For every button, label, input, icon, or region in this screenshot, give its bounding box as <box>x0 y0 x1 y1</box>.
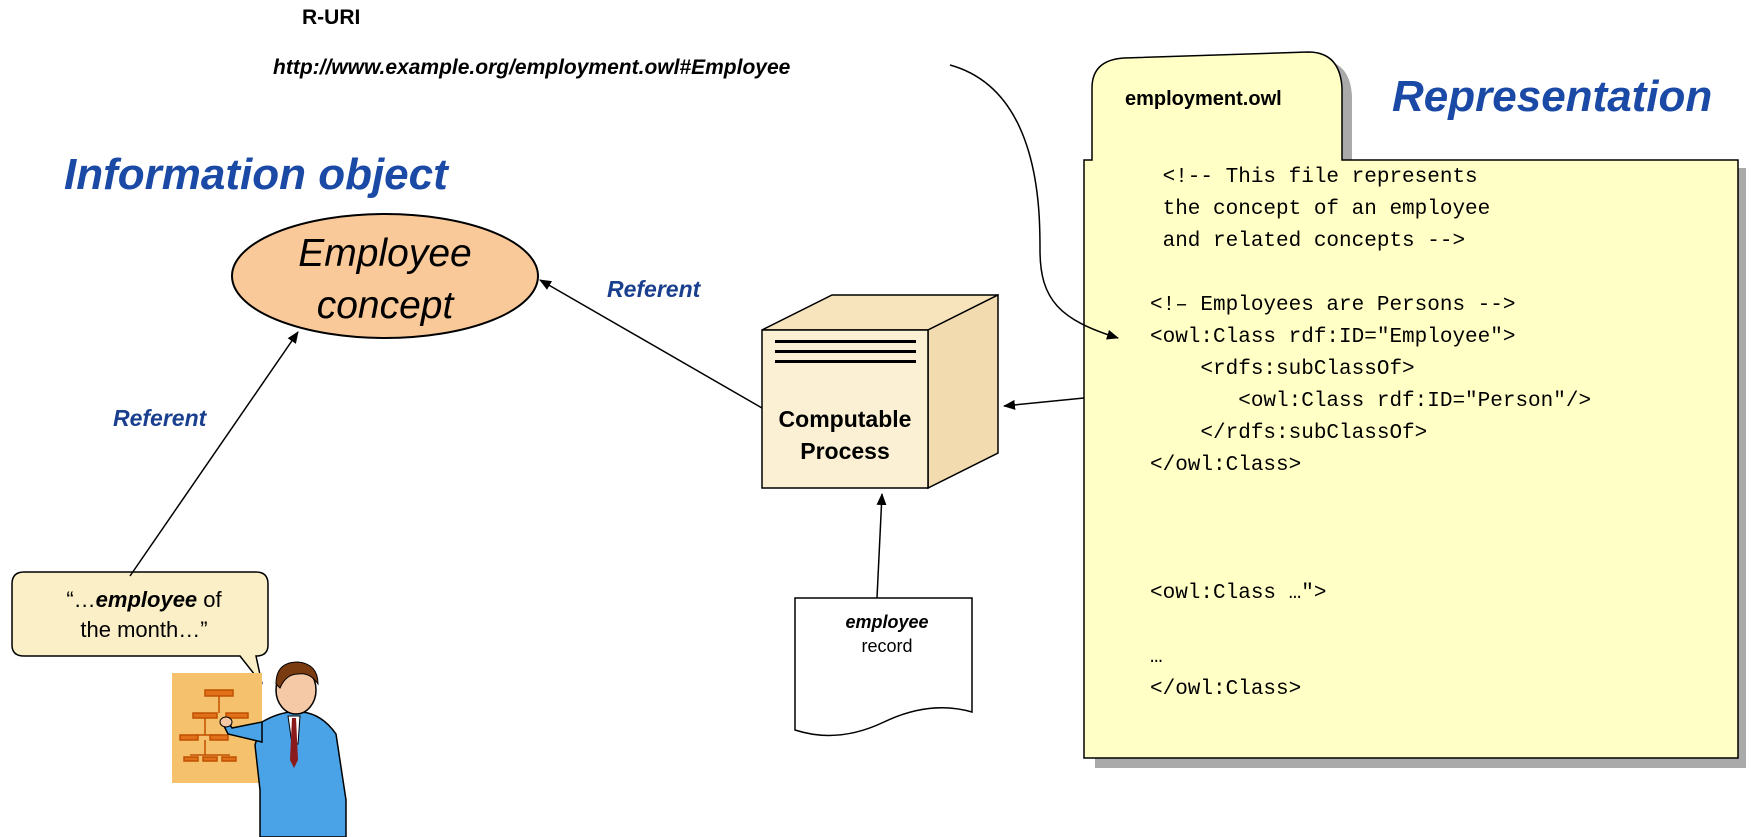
owl-code-block: <!-- This file represents the concept of… <box>1150 162 1591 706</box>
computable-process-box <box>761 293 999 490</box>
bubble-line-1: “…employee of <box>20 585 268 615</box>
code-line <box>1150 610 1591 642</box>
code-line: </owl:Class> <box>1150 454 1302 477</box>
concept-line-2: concept <box>316 284 454 327</box>
referent-label-process: Referent <box>607 276 701 302</box>
speech-bubble-text: “…employee of the month…” <box>20 585 268 645</box>
employee-concept-ellipse <box>231 213 539 339</box>
code-line: and related concepts --> <box>1150 230 1466 253</box>
arrow-bubble-to-concept <box>129 331 299 577</box>
code-line <box>1150 514 1591 546</box>
process-line-1: Computable <box>778 406 912 432</box>
code-line: </owl:Class> <box>1150 678 1302 701</box>
code-line: <!-- This file represents <box>1150 166 1478 189</box>
arrow-ruri-to-owl-class <box>949 64 1119 340</box>
file-tab-label: employment.owl <box>1125 88 1282 110</box>
process-line-2: Process <box>800 438 890 464</box>
presenter-hair <box>275 661 319 689</box>
code-line <box>1150 482 1591 514</box>
presenter-body <box>254 710 347 837</box>
arrow-process-to-concept <box>539 279 763 409</box>
information-object-heading: Information object <box>64 150 448 199</box>
code-line <box>1150 546 1591 578</box>
ruri-title: R-URI <box>302 6 361 29</box>
employment-owl-file <box>1083 51 1739 759</box>
presenter-hand <box>219 716 233 728</box>
code-line: the concept of an employee <box>1150 198 1491 221</box>
code-line: <owl:Class rdf:ID="Employee"> <box>1150 326 1516 349</box>
code-line: <owl:Class rdf:ID="Person"/> <box>1150 390 1592 413</box>
employee-record-document <box>794 597 973 737</box>
record-emphasis: employee <box>845 612 929 632</box>
employee-concept-label: Employee concept <box>230 228 540 332</box>
employee-record-label: employee record <box>797 610 977 658</box>
presenter-tie <box>290 718 298 768</box>
ruri-url: http://www.example.org/employment.owl#Em… <box>273 56 791 79</box>
computable-process-label: Computable Process <box>760 403 930 467</box>
arrow-file-to-process <box>1003 397 1085 410</box>
presenter-figure <box>172 661 347 837</box>
concept-line-1: Employee <box>298 232 472 275</box>
bubble-emphasis: employee <box>95 587 198 612</box>
org-chart-icon <box>179 689 249 762</box>
code-line <box>1150 258 1591 290</box>
arrow-record-to-process <box>876 493 887 599</box>
code-line: <rdfs:subClassOf> <box>1150 358 1415 381</box>
code-line: <!– Employees are Persons --> <box>1150 294 1516 317</box>
representation-heading: Representation <box>1392 72 1713 121</box>
referent-label-speaker: Referent <box>113 405 207 431</box>
bubble-prefix: “… <box>66 587 96 612</box>
record-line-2: record <box>861 636 913 656</box>
code-line: <owl:Class …"> <box>1150 582 1327 605</box>
code-line: </rdfs:subClassOf> <box>1150 422 1428 445</box>
bubble-line-2: the month…” <box>80 617 208 642</box>
bubble-suffix: of <box>197 587 222 612</box>
code-line: … <box>1150 646 1163 669</box>
